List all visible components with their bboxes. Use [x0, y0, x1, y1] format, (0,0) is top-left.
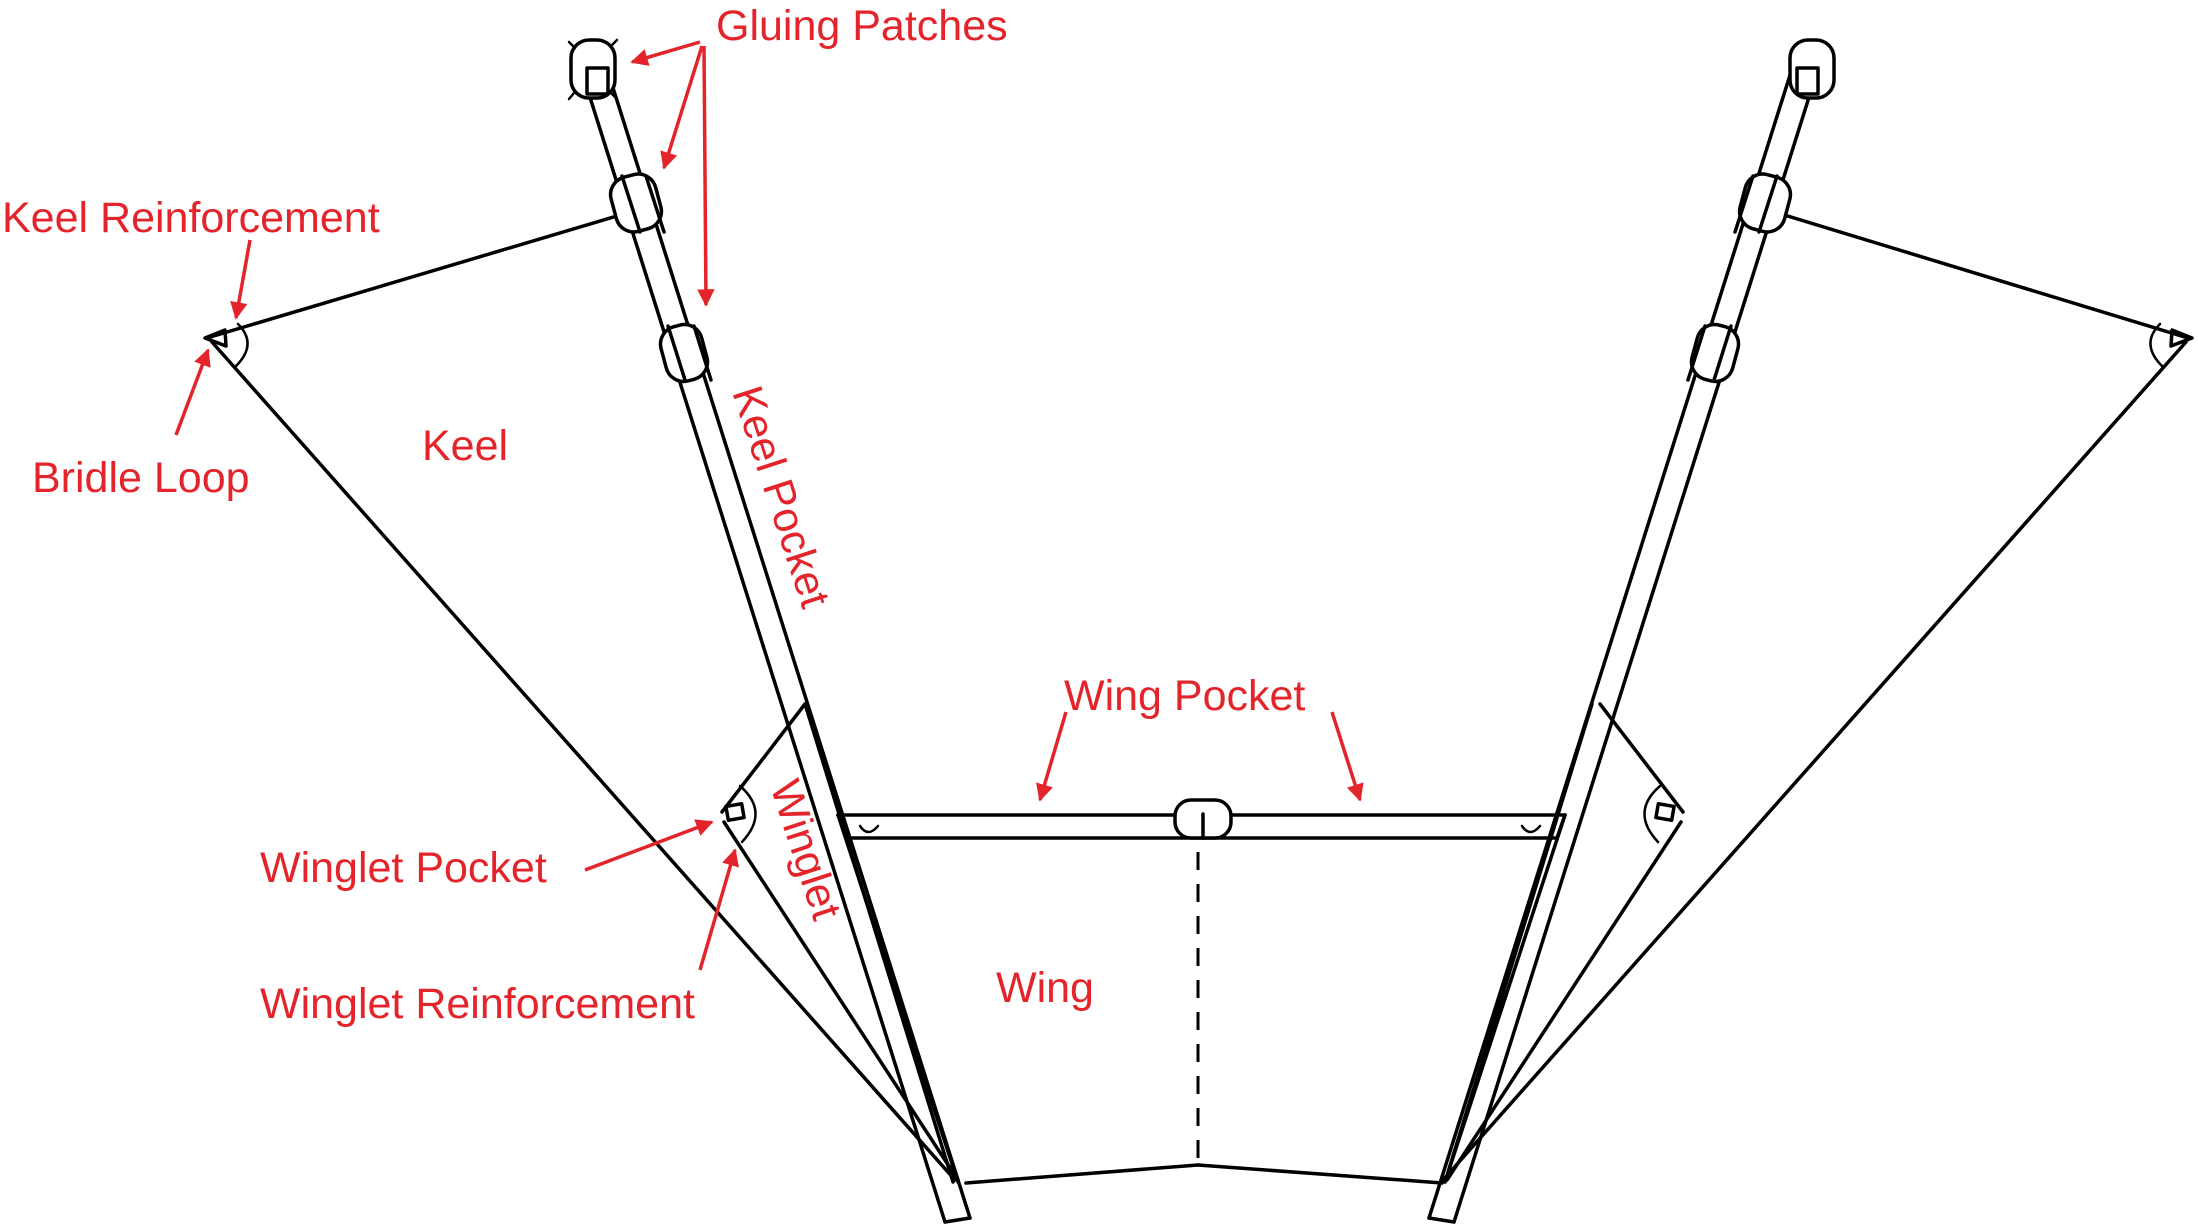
left-spar-bottom-cap	[943, 1216, 972, 1224]
wing-pocket-right-hole	[1520, 824, 1542, 834]
right-keel-leading-edge	[1441, 340, 2188, 1182]
left-keel-top-edge	[205, 208, 639, 340]
left-keel-spar-outer	[580, 70, 947, 1224]
label-bridle-loop: Bridle Loop	[32, 454, 250, 502]
label-keel: Keel	[422, 422, 508, 470]
label-winglet-pocket: Winglet Pocket	[260, 844, 547, 892]
right-patch-low-spar-a	[1712, 324, 1733, 382]
arrow-gluing-patch-top	[630, 40, 701, 66]
right-winglet-reinforcement-arc	[1643, 784, 1662, 844]
right-keel-reinforcement-arc	[2149, 322, 2164, 368]
right-winglet-bottom	[1445, 820, 1683, 1182]
left-keel-reinforcement-arc	[234, 322, 249, 368]
right-bridle-loop	[2169, 328, 2194, 348]
arrow-bridle-loop	[174, 348, 211, 436]
right-patch-low-spar-b	[1686, 324, 1707, 382]
left-patch-mid-spar-a	[620, 174, 642, 234]
arrow-winglet-reinforcement	[698, 848, 739, 971]
left-winglet-pocket	[724, 801, 746, 823]
label-wing-pocket: Wing Pocket	[1064, 672, 1305, 720]
right-keel-top-edge	[1766, 208, 2190, 340]
wing-pocket-left-hole	[858, 824, 880, 834]
label-gluing-patches: Gluing Patches	[716, 2, 1008, 50]
right-patch-mid-spar-b	[1733, 174, 1755, 234]
labels: Gluing Patches Keel Reinforcement Bridle…	[2, 2, 1305, 1028]
right-winglet-pocket	[1654, 801, 1676, 823]
left-patch-fray-1	[567, 38, 619, 101]
arrow-wing-pocket-left	[1036, 711, 1068, 802]
wing	[836, 798, 1567, 1185]
left-winglet-top	[720, 702, 807, 814]
left-keel-leading-edge	[210, 340, 957, 1182]
arrow-gluing-patch-low	[697, 45, 715, 307]
label-keel-pocket: Keel Pocket	[722, 380, 839, 613]
left-keel-spar-inner	[606, 70, 972, 1220]
arrow-winglet-pocket	[584, 819, 714, 872]
right-keel-spar-outer	[1452, 70, 1819, 1224]
right-keel-spar-inner	[1427, 70, 1793, 1220]
callout-arrows	[174, 40, 1364, 971]
right-half	[1427, 38, 2194, 1224]
left-spar-top-cap	[585, 66, 610, 96]
left-patch-low-spar-b	[692, 324, 713, 382]
wing-trailing-edge-left	[964, 1163, 1200, 1185]
arrow-wing-pocket-right	[1330, 711, 1364, 802]
right-gluing-patch-mid	[1737, 172, 1793, 234]
right-spar-bottom-cap	[1427, 1216, 1456, 1224]
arrow-gluing-patch-mid	[660, 45, 704, 170]
left-gluing-patch-mid	[608, 172, 664, 234]
arrow-keel-reinforcement	[230, 239, 252, 320]
wing-trailing-edge-right	[1196, 1163, 1444, 1185]
left-winglet-reinforcement-arc	[738, 784, 757, 844]
left-patch-low-spar-a	[666, 324, 687, 382]
right-patch-mid-spar-a	[1757, 174, 1779, 234]
left-half	[203, 38, 972, 1224]
right-spar-top-cap	[1795, 66, 1820, 96]
left-keel-pocket-line-2	[836, 813, 960, 1184]
left-patch-mid-spar-b	[644, 174, 666, 234]
label-keel-reinforcement: Keel Reinforcement	[2, 194, 380, 242]
right-winglet-top	[1598, 702, 1685, 814]
left-winglet-bottom	[722, 820, 960, 1182]
wing-pocket-left-end	[836, 813, 850, 840]
label-winglet-reinforcement: Winglet Reinforcement	[260, 980, 695, 1028]
label-wing: Wing	[996, 964, 1094, 1012]
left-bridle-loop	[203, 328, 228, 348]
right-keel-pocket-line-2	[1443, 813, 1567, 1184]
